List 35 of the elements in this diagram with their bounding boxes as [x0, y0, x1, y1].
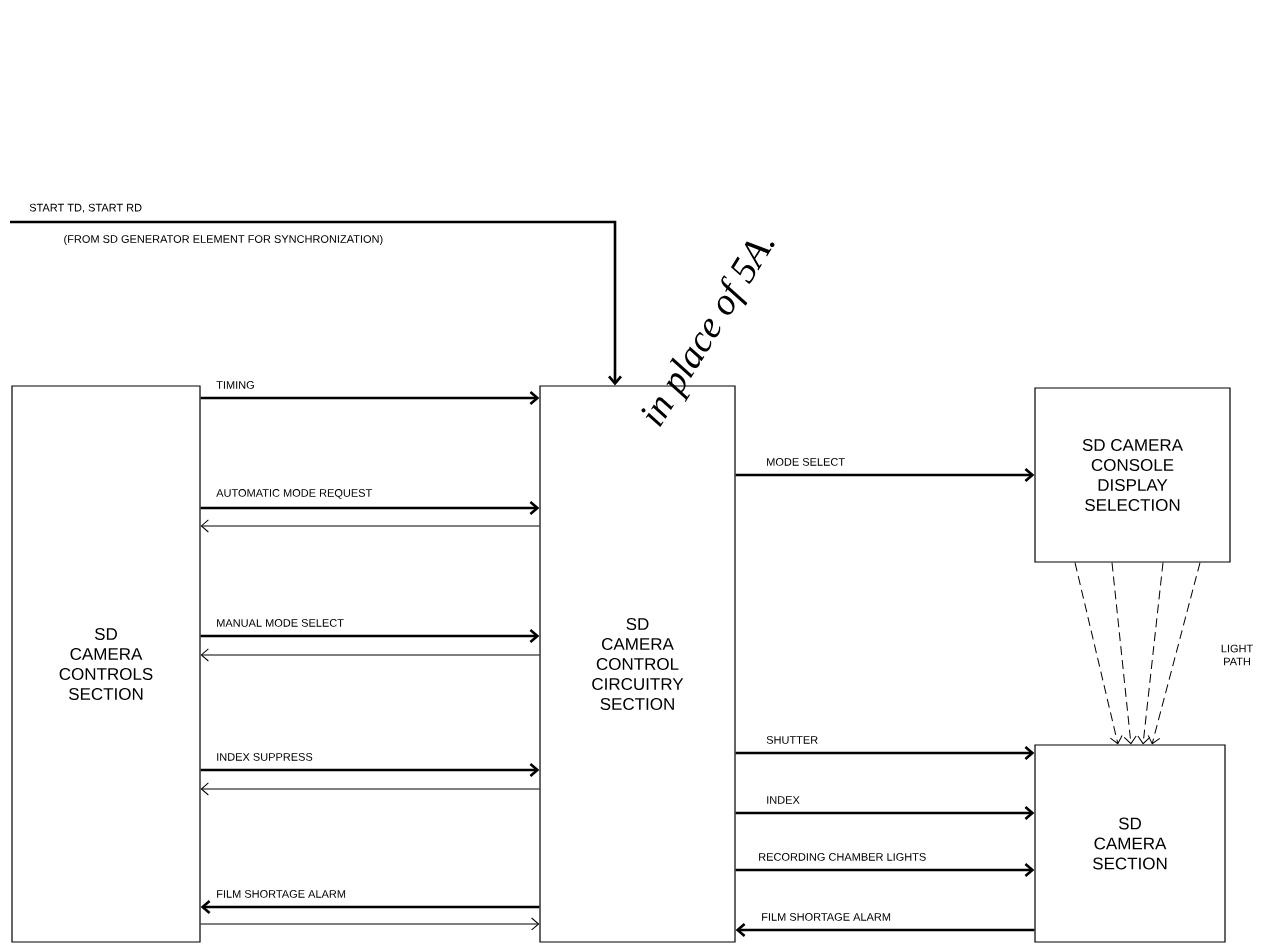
light-path-arrow — [1111, 562, 1137, 745]
block-box: SD CAMERA CONSOLE DISPLAY SELECTION — [1034, 387, 1231, 563]
note-label: (FROM SD GENERATOR ELEMENT FOR SYNCHRONIZATION) — [64, 234, 383, 246]
arrow — [735, 806, 1035, 820]
edge-label: MODE SELECT — [767, 458, 845, 466]
arrow — [735, 863, 1035, 877]
light-path-arrow — [1074, 562, 1123, 745]
arrow — [200, 391, 540, 405]
arrow — [200, 501, 540, 515]
edge-label: START TD, START RD — [29, 203, 142, 213]
edge-label: AUTOMATIC MODE REQUEST — [216, 489, 372, 499]
arrow — [735, 746, 1035, 760]
arrow — [735, 923, 1035, 937]
edge-label: RECORDING CHAMBER LIGHTS — [759, 853, 926, 861]
arrow — [10, 220, 622, 386]
note-label: LIGHT PATH — [1221, 644, 1253, 666]
edge-label: INDEX — [767, 796, 800, 804]
arrow — [200, 900, 540, 914]
block-box: SD CAMERA SECTION — [1034, 744, 1226, 943]
light-path-arrow — [1137, 562, 1164, 745]
edge-label: INDEX SUPPRESS — [217, 753, 313, 761]
block-box: SD CAMERA CONTROLS SECTION — [11, 385, 201, 943]
edge-label: FILM SHORTAGE ALARM — [217, 890, 346, 898]
arrow — [200, 519, 540, 533]
arrow — [200, 917, 540, 931]
edge-label: FILM SHORTAGE ALARM — [762, 913, 891, 921]
edge-label: SHUTTER — [766, 736, 818, 744]
edge-label: TIMING — [216, 381, 254, 389]
arrow — [200, 763, 540, 777]
arrow — [200, 629, 540, 643]
arrow — [735, 468, 1035, 482]
arrow — [200, 782, 540, 796]
light-path-arrow — [1147, 562, 1201, 745]
edge-label: MANUAL MODE SELECT — [217, 619, 344, 627]
arrow — [200, 648, 540, 662]
